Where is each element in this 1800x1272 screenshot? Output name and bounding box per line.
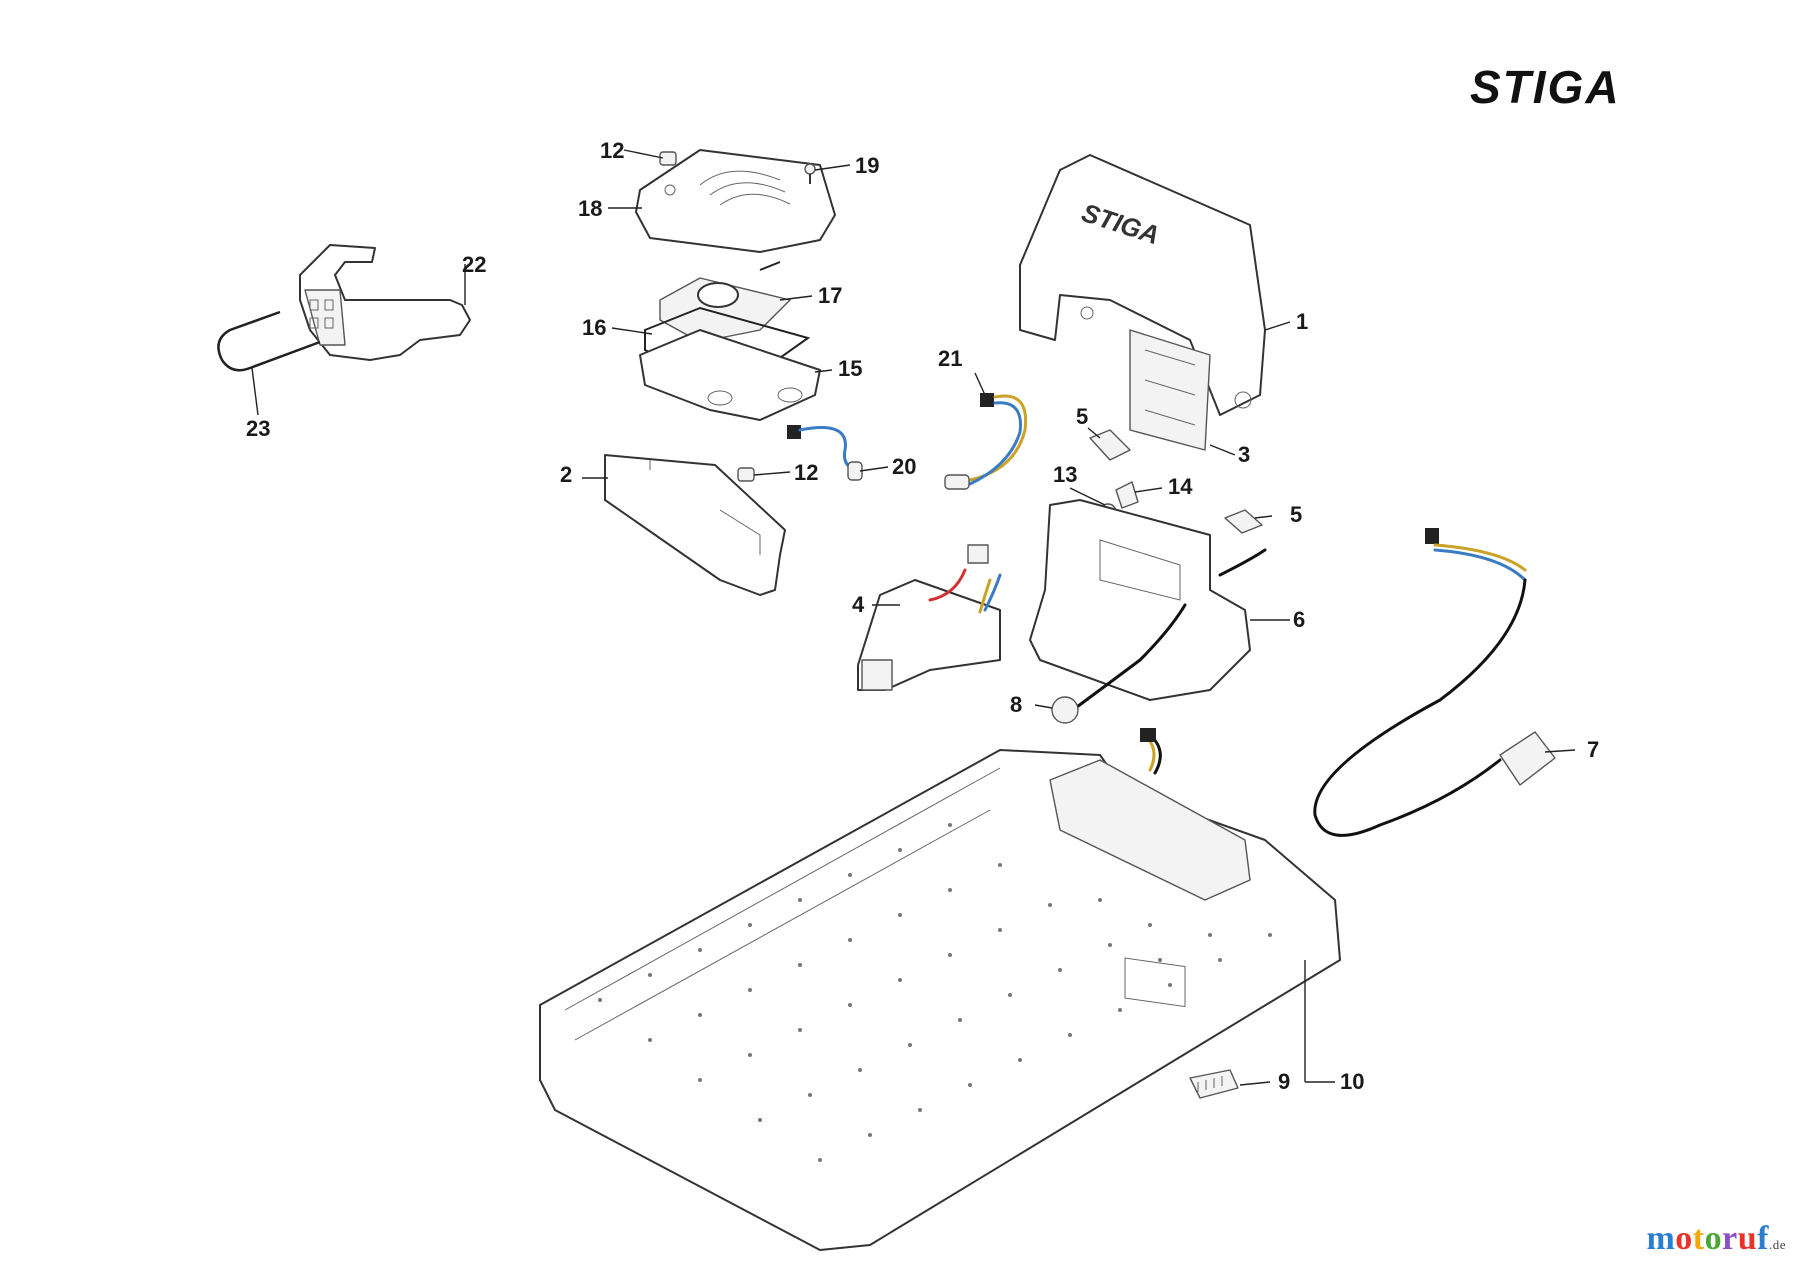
pcb-part-17: [659, 261, 791, 343]
label-part-1: 1: [1296, 309, 1308, 334]
label-part-14: 14: [1168, 474, 1193, 499]
label-part-22: 22: [462, 252, 486, 277]
cable-part-21: [944, 393, 1028, 490]
watermark-letter: u: [1737, 1220, 1758, 1257]
label-part-10: 10: [1340, 1069, 1364, 1094]
screw-part-19: [804, 163, 816, 184]
plug-part-8: [1051, 603, 1187, 724]
seal-part-14: [1115, 481, 1139, 509]
clip-part-5-lower: [1224, 509, 1263, 534]
label-part-12-top: 12: [600, 138, 624, 163]
hood-part-1: STIGA: [1019, 154, 1266, 416]
label-part-18: 18: [578, 196, 602, 221]
label-part-8: 8: [1010, 692, 1022, 717]
label-part-2: 2: [560, 462, 572, 487]
stiga-logo: STIGA: [1470, 61, 1621, 113]
motoruf-watermark: motoruf.de: [1646, 1220, 1786, 1258]
body-part-6: [1029, 499, 1267, 701]
board-part-3: [1129, 329, 1211, 451]
label-part-21: 21: [938, 346, 962, 371]
cable-part-7: [1313, 528, 1556, 837]
cap-part-12-top: [659, 151, 677, 166]
part-2-channel: [604, 454, 786, 596]
part-labels: 12 19 18 22 17 16 15 23 20 12 2 21 1 3 5…: [246, 138, 1599, 1094]
cover-part-18: [635, 149, 836, 253]
watermark-letter: m: [1646, 1220, 1676, 1257]
baseplate-part-10: [539, 728, 1341, 1251]
watermark-letter: r: [1722, 1220, 1738, 1257]
bracket-part-22: [299, 244, 471, 361]
label-part-5-lower: 5: [1290, 502, 1302, 527]
cap-part-12-bottom: [737, 467, 755, 482]
label-part-15: 15: [838, 356, 862, 381]
peg-part-9: [1189, 1069, 1239, 1099]
label-part-12-bottom: 12: [794, 460, 818, 485]
base-part-15: [639, 329, 821, 421]
label-part-9: 9: [1278, 1069, 1290, 1094]
label-part-7: 7: [1587, 737, 1599, 762]
label-part-6: 6: [1293, 607, 1305, 632]
label-part-17: 17: [818, 283, 842, 308]
leader-lines: [251, 149, 1576, 1086]
label-part-5-upper: 5: [1076, 404, 1088, 429]
label-part-4: 4: [852, 592, 865, 617]
label-part-19: 19: [855, 153, 879, 178]
clip-part-23: [217, 310, 321, 372]
label-part-3: 3: [1238, 442, 1250, 467]
watermark-letter: o: [1704, 1220, 1723, 1257]
watermark-letter: f: [1757, 1220, 1769, 1257]
label-part-13: 13: [1053, 462, 1077, 487]
label-part-20: 20: [892, 454, 916, 479]
watermark-letter: t: [1692, 1220, 1705, 1257]
housing-part-4: [857, 544, 1002, 691]
baseplate-holes: [598, 823, 1272, 1162]
svg-text:STIGA: STIGA: [1470, 61, 1621, 113]
cable-part-20: [787, 425, 863, 481]
watermark-tld: .de: [1768, 1237, 1786, 1252]
label-part-16: 16: [582, 315, 606, 340]
label-part-23: 23: [246, 416, 270, 441]
watermark-letter: o: [1675, 1220, 1693, 1257]
